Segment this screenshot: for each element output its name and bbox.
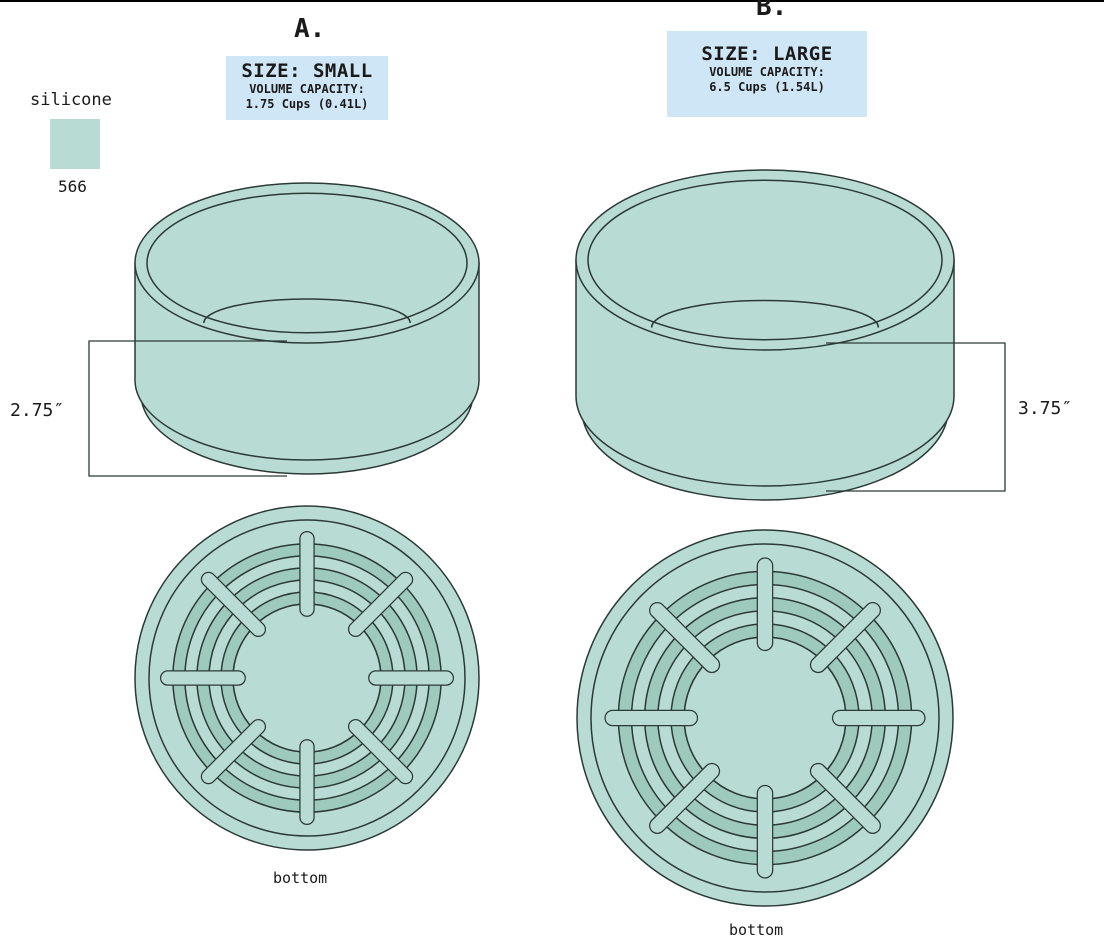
bowl-b-rim-inner [587, 179, 943, 341]
bowl-b-side-view [575, 169, 955, 501]
bowl-a-inner-floor [203, 298, 411, 324]
bowl-b-bottom-rib-2 [811, 764, 880, 833]
top-border [0, 0, 1104, 2]
bowl-a-bottom-rib-8 [349, 573, 412, 636]
bowl-a-height-label: 2.75″ [10, 400, 65, 421]
bowl-a-side-view [134, 182, 480, 475]
bowl-b-bracket-line [826, 342, 1006, 492]
bowl-b-inner-floor [650, 299, 880, 328]
bowl-a-bottom-label: bottom [273, 869, 328, 887]
bowl-b-bottom-rib-8 [811, 603, 880, 672]
bowl-a-size: SIZE: SMALL [241, 60, 373, 82]
bowl-a-height-bracket [88, 340, 287, 477]
bowl-a-bottom-rib-2 [349, 720, 412, 783]
bowl-b-height-bracket [826, 342, 1006, 492]
bowl-a-bottom-rib-6 [202, 573, 265, 636]
bowl-b-size: SIZE: LARGE [701, 43, 833, 65]
bowl-b-bottom-rib-6 [650, 603, 719, 672]
bowl-b-height-label: 3.75″ [1018, 398, 1073, 419]
color-code: 566 [58, 177, 87, 196]
bowl-b-letter: B. [756, 0, 788, 22]
bowl-a-size-box: SIZE: SMALL VOLUME CAPACITY: 1.75 Cups (… [226, 56, 388, 120]
bowl-b-volume-value: 6.5 Cups (1.54L) [709, 80, 825, 94]
bowl-a-letter: A. [294, 14, 326, 44]
bowl-a-volume-title: VOLUME CAPACITY: [249, 82, 365, 96]
bowl-b-size-box: SIZE: LARGE VOLUME CAPACITY: 6.5 Cups (1… [667, 31, 867, 117]
bowl-b-volume-title: VOLUME CAPACITY: [709, 65, 825, 79]
bowl-b-bottom-rib-4 [650, 764, 719, 833]
bowl-b-bottom-view [576, 529, 954, 907]
bowl-a-bracket-line [88, 340, 287, 477]
bowl-b-bottom-label: bottom [729, 921, 784, 939]
bowl-a-bottom-view [134, 505, 480, 851]
bowl-a-bottom-rib-4 [202, 720, 265, 783]
material-label: silicone [30, 90, 112, 110]
bowl-a-rim-inner [146, 192, 468, 334]
silicone-color-swatch [50, 119, 100, 169]
bowl-a-volume-value: 1.75 Cups (0.41L) [245, 97, 369, 111]
